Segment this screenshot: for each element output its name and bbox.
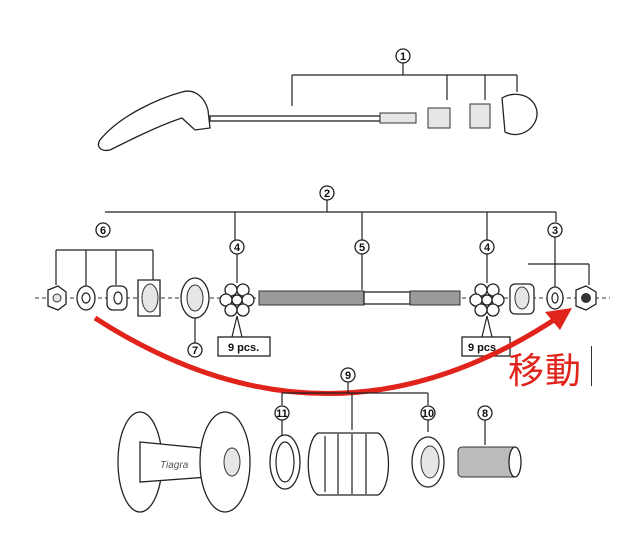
callout-9: 9 [345, 370, 351, 382]
skewer-thread [379, 112, 417, 124]
callout-10: 10 [422, 408, 434, 420]
axle-thread-right [409, 290, 461, 306]
freehub-body [307, 432, 390, 496]
washer-right [546, 286, 564, 310]
ball-count-box-left [217, 336, 271, 357]
spacer-left [106, 285, 128, 311]
ball-count-right: 9 pcs. [468, 342, 499, 354]
springs [427, 103, 491, 129]
callout-4b: 4 [484, 242, 491, 254]
callout-4a: 4 [234, 242, 241, 254]
skewer-nut [501, 93, 538, 136]
axle-group: 2 6 4 5 4 3 7 9 pcs. 9 pcs. [35, 185, 610, 358]
washer-left [76, 285, 96, 311]
ball-count-left: 9 pcs. [228, 342, 259, 354]
callout-7: 7 [192, 345, 198, 357]
bearing-balls-left [219, 283, 255, 317]
move-arrow-head [545, 308, 572, 330]
ring-11 [269, 434, 301, 490]
axle [363, 291, 411, 305]
axle-thread-left [258, 290, 365, 306]
callout-5: 5 [359, 242, 365, 254]
move-annotation: 移動 [508, 351, 583, 392]
hub-logo: Tiagra [160, 460, 189, 471]
callout-8: 8 [482, 408, 488, 420]
text-cursor [591, 346, 592, 386]
bearing-balls-right [469, 283, 505, 317]
hub-body-group: 9 11 10 8 Tiagra [117, 367, 522, 513]
callout-3: 3 [552, 225, 558, 237]
quick-release-group: 1 [97, 48, 538, 152]
callout-11: 11 [276, 408, 288, 420]
quick-release-lever [97, 90, 211, 152]
callout-2: 2 [324, 188, 330, 200]
skewer-rod [209, 115, 381, 122]
callout-6: 6 [100, 225, 106, 237]
callout-1: 1 [400, 51, 406, 63]
